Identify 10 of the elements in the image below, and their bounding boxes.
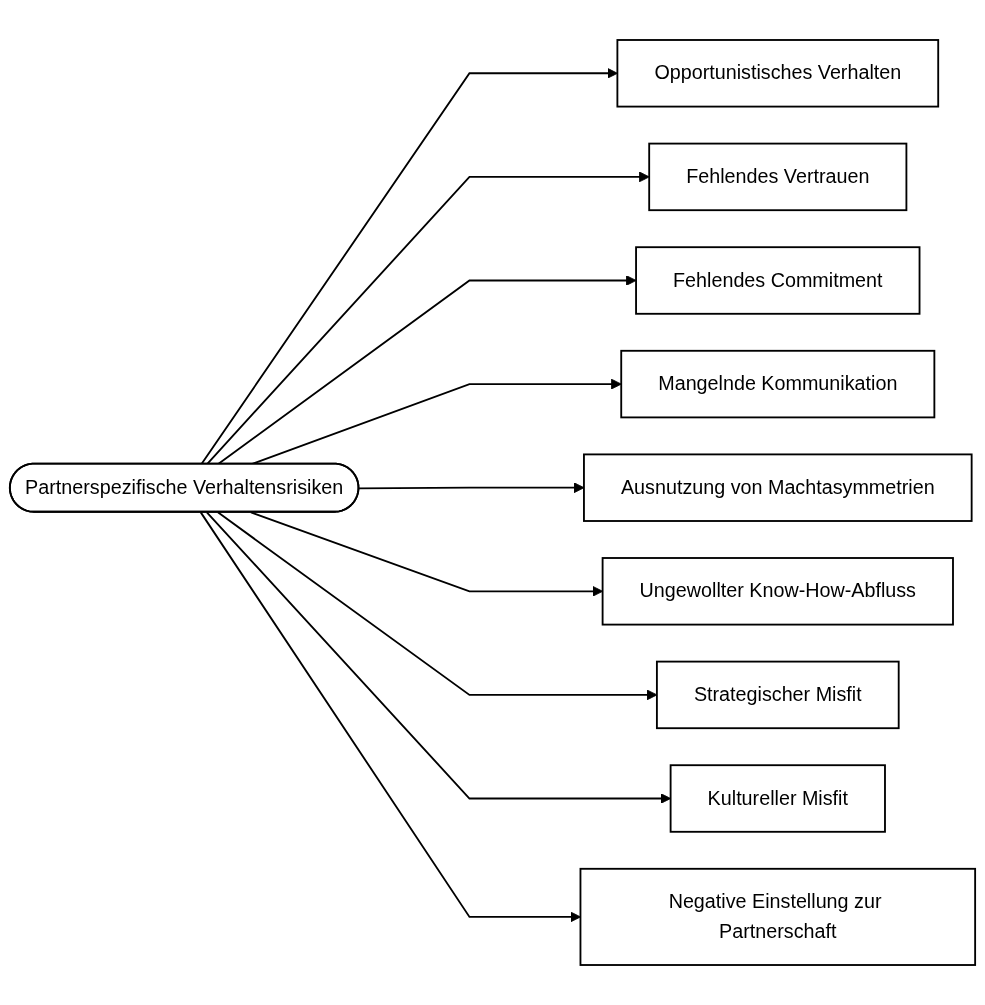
node-box: Opportunistisches Verhalten [616, 39, 940, 108]
node-box: Fehlendes Commitment [635, 246, 921, 315]
node-box: Ungewollter Know-How-Abfluss [601, 557, 954, 626]
node-box: Mangelnde Kommunikation [620, 349, 936, 419]
node-box: Fehlendes Vertrauen [648, 142, 908, 212]
node-box: Negative Einstellung zur Partnerschaft [579, 867, 977, 966]
node-box: Strategischer Misfit [655, 660, 900, 730]
arrow [199, 511, 581, 923]
node-box: Ausnutzung von Machtasymmetrien [583, 453, 973, 522]
node-box: Kultureller Misfit [669, 764, 886, 833]
